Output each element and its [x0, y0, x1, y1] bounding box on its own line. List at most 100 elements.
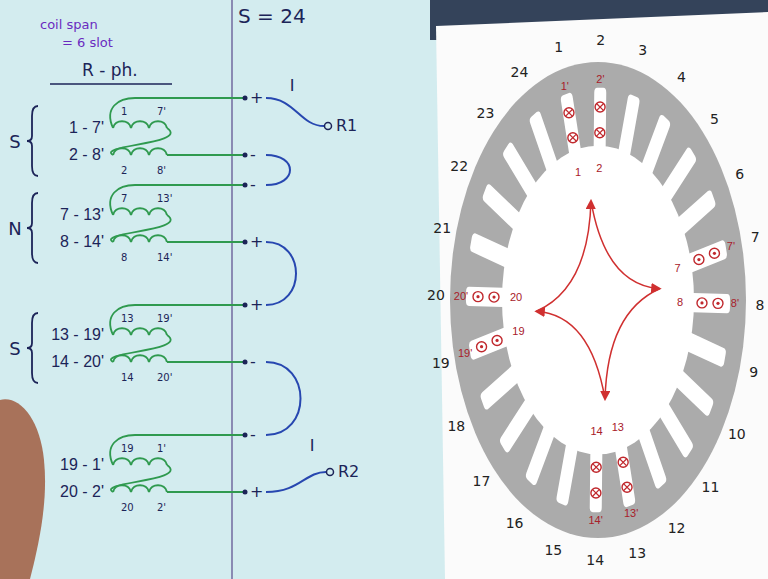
conductor-label: 20 — [510, 292, 522, 303]
coil-end-number: 20 — [121, 503, 134, 513]
group-connection — [266, 362, 301, 435]
series-link — [111, 465, 171, 492]
conductor-label: 2 — [596, 163, 602, 174]
current-label: I — [290, 78, 295, 94]
conductor-cross — [597, 104, 604, 111]
stator-slot — [685, 332, 727, 368]
slot-number: 21 — [433, 221, 451, 235]
conductor-label: 1' — [561, 81, 569, 92]
conductor-label: 14 — [590, 426, 602, 437]
stator-slot — [640, 113, 671, 178]
conductor-symbol — [618, 457, 628, 467]
polarity-sign: - — [250, 147, 256, 163]
slot-number: 19 — [432, 356, 450, 370]
coil-lead — [110, 305, 244, 335]
slot-number: 4 — [677, 70, 686, 84]
conductor-cross — [624, 484, 631, 491]
coil-end-number: 1 — [121, 107, 127, 117]
conductor-dot — [713, 252, 716, 255]
conductor-symbol — [564, 108, 574, 118]
conductor-label: 7' — [727, 241, 735, 252]
coil-end-number: 7' — [157, 107, 166, 117]
winding-wires — [110, 96, 333, 495]
slot-number: 17 — [473, 474, 491, 488]
stator-slot — [480, 363, 521, 411]
slot-number: 12 — [668, 521, 686, 535]
conductor-symbol — [473, 292, 483, 302]
stator-slot — [618, 93, 641, 160]
conductor-dot — [700, 301, 703, 304]
pole-letter: S — [9, 340, 20, 358]
coil-symbol — [113, 235, 167, 242]
stator-slot — [674, 368, 714, 418]
conductor-cross — [597, 104, 604, 111]
coil-end-number: 13' — [157, 194, 172, 204]
conductor-symbol — [694, 255, 704, 265]
slot-number: 3 — [638, 43, 647, 57]
coil-connection: 20 - 2' — [60, 484, 104, 500]
conductor-cross — [597, 129, 604, 136]
flux-line — [536, 311, 605, 399]
polarity-sign: - — [250, 427, 256, 443]
conductor-label: 2' — [596, 74, 604, 85]
stator-slot — [466, 287, 506, 307]
coil-symbol — [113, 121, 167, 128]
phase-heading: R - ph. — [82, 62, 138, 79]
coil-lead — [110, 185, 244, 215]
coil-symbol — [113, 328, 167, 335]
stator-slot — [525, 422, 556, 487]
coil-end-number: 1' — [157, 444, 166, 454]
conductor-label: 19' — [458, 348, 472, 359]
coil-lead — [167, 491, 244, 493]
conductor-label: 14' — [588, 515, 602, 526]
coil-end-number: 20' — [157, 373, 172, 383]
polarity-sign: + — [250, 90, 263, 106]
conductor-label: 7 — [675, 263, 681, 274]
conductor-cross — [566, 109, 573, 116]
conductor-symbol — [591, 462, 601, 472]
conductor-cross — [593, 464, 600, 471]
flux-line — [591, 201, 660, 289]
coil-symbol — [113, 355, 167, 362]
coil-symbol — [113, 485, 167, 492]
coil-end-number: 2' — [157, 503, 166, 513]
group-connection — [266, 472, 326, 492]
conductor-cross — [570, 134, 577, 141]
slot-number: 7 — [751, 230, 760, 244]
conductor-cross — [620, 459, 627, 466]
slot-number: 6 — [735, 167, 744, 181]
coil-connection: 7 - 13' — [60, 207, 104, 223]
conductor-dot — [495, 339, 498, 342]
coil-end-number: 2 — [121, 166, 127, 176]
lead-dot — [243, 490, 248, 495]
current-label: I — [310, 438, 315, 454]
conductor-label: 13' — [624, 508, 638, 519]
hand — [0, 399, 45, 579]
terminal — [325, 123, 332, 130]
slot-number: 24 — [511, 65, 529, 79]
coil-end-number: 19' — [157, 314, 172, 324]
coil-symbol — [113, 148, 167, 155]
lead-dot — [243, 240, 248, 245]
pole-brace — [27, 193, 38, 263]
conductor-symbol — [622, 482, 632, 492]
lead-dot — [243, 433, 248, 438]
conductor-label: 8 — [677, 297, 683, 308]
stator-core-group — [450, 62, 746, 538]
stator-slot — [614, 441, 635, 508]
terminal — [327, 469, 334, 476]
conductor-symbol — [568, 133, 578, 143]
group-connection — [266, 98, 324, 126]
coil-end-number: 8 — [121, 253, 127, 263]
lead-dot — [243, 153, 248, 158]
conductor-label: 20' — [454, 291, 468, 302]
stator-slot — [468, 326, 510, 360]
terminal-name: R1 — [336, 118, 357, 134]
coil-connection: 13 - 19' — [51, 327, 104, 343]
conductor-label: 19 — [512, 326, 524, 337]
coil-lead — [167, 361, 244, 363]
conductor-symbol — [492, 335, 502, 345]
polarity-sign: - — [250, 177, 256, 193]
paper-sheet — [436, 12, 768, 579]
